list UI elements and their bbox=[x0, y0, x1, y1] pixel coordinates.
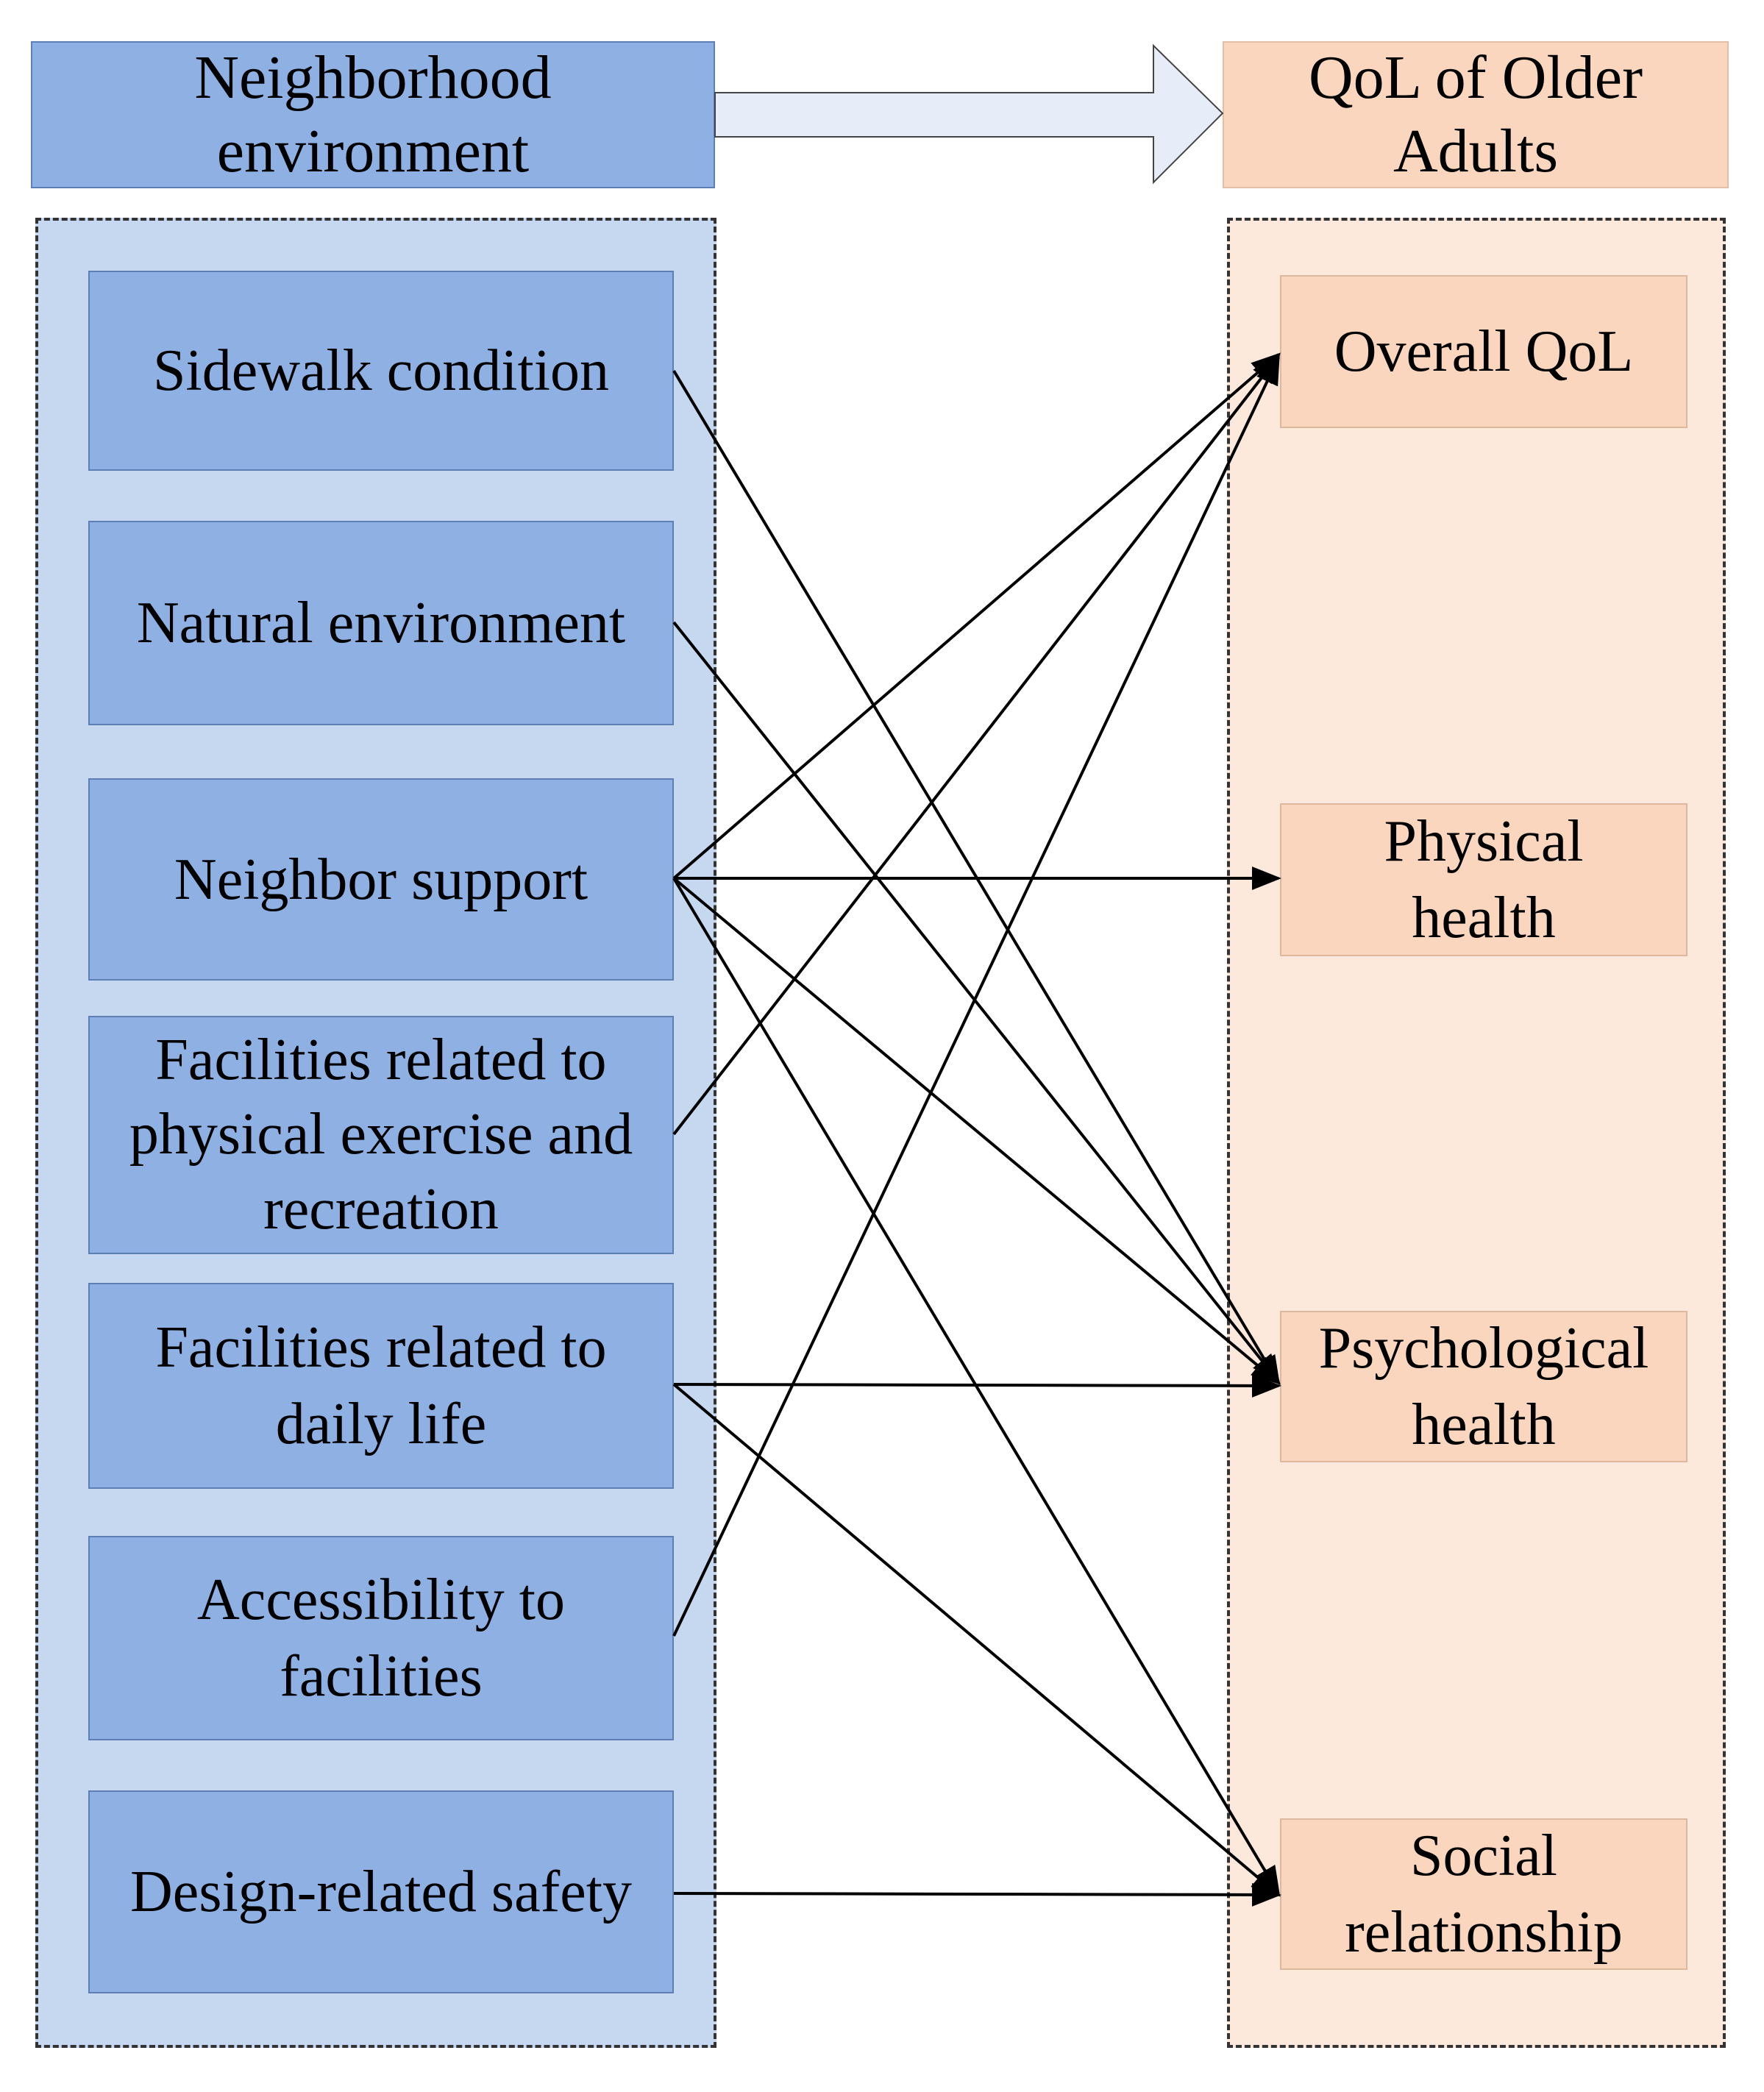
header-neighborhood-environment: Neighborhood environment bbox=[31, 41, 715, 188]
factor-sidewalk-condition: Sidewalk condition bbox=[88, 271, 674, 471]
factor-design-related-safety: Design-related safety bbox=[88, 1790, 674, 1993]
arrow-exercise-to-overall bbox=[672, 353, 1281, 1136]
outcome-social-relationship: Social relationship bbox=[1280, 1818, 1687, 1970]
arrow-sidewalk-to-psychological bbox=[672, 369, 1281, 1386]
arrow-neighbor-to-psychological bbox=[672, 877, 1281, 1385]
arrow-safety-to-social bbox=[673, 1882, 1281, 1907]
header-qol-older-adults: QoL of Older Adults bbox=[1223, 41, 1729, 188]
arrow-neighbor-to-social bbox=[672, 877, 1281, 1896]
outcome-psychological-health: Psychological health bbox=[1280, 1311, 1687, 1462]
factor-natural-environment: Natural environment bbox=[88, 521, 674, 725]
factor-neighbor-support: Neighbor support bbox=[88, 778, 674, 981]
factor-physical-exercise-facilities: Facilities related to physical exercise … bbox=[88, 1016, 674, 1254]
factor-accessibility-to-facilities: Accessibility to facilities bbox=[88, 1536, 674, 1740]
qol-outcomes-panel bbox=[1227, 218, 1726, 2048]
arrow-dailylife-to-psychological bbox=[673, 1373, 1281, 1398]
outcome-overall-qol: Overall QoL bbox=[1280, 275, 1687, 428]
big-flow-arrow bbox=[714, 43, 1224, 185]
arrow-dailylife-to-social bbox=[672, 1383, 1281, 1897]
factor-daily-life-facilities: Facilities related to daily life bbox=[88, 1283, 674, 1489]
arrow-natural-to-psychological bbox=[672, 621, 1281, 1384]
arrow-neighbor-to-overall bbox=[672, 352, 1281, 880]
arrow-accessibility-to-overall bbox=[672, 355, 1280, 1637]
outcome-physical-health: Physical health bbox=[1280, 803, 1687, 956]
